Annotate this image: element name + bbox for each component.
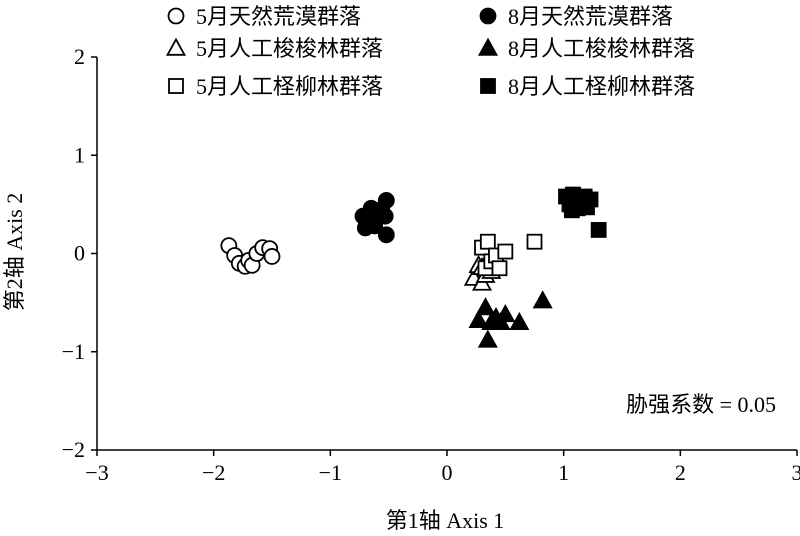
series-1 bbox=[220, 237, 281, 275]
y-tick-label: −1 bbox=[62, 339, 85, 364]
series-6 bbox=[558, 186, 607, 238]
legend-item-4: 8月人工梭梭林群落 bbox=[477, 36, 695, 61]
legend-marker bbox=[165, 37, 187, 56]
y-axis-title: 第2轴 Axis 2 bbox=[2, 193, 27, 312]
legend-marker bbox=[167, 7, 185, 25]
series-5 bbox=[474, 233, 543, 277]
data-point bbox=[582, 191, 599, 208]
x-axis-title: 第1轴 Axis 1 bbox=[386, 508, 505, 533]
data-point bbox=[377, 192, 395, 209]
legend-marker bbox=[479, 7, 497, 25]
y-tick-label: −2 bbox=[62, 437, 85, 462]
data-point bbox=[477, 329, 498, 348]
data-point bbox=[263, 248, 281, 265]
x-tick-label: −3 bbox=[85, 460, 108, 485]
x-tick-label: 2 bbox=[675, 460, 686, 485]
data-point bbox=[532, 290, 553, 309]
series-2 bbox=[354, 192, 395, 244]
data-point bbox=[495, 304, 516, 323]
x-tick-label: −1 bbox=[319, 460, 342, 485]
data-point bbox=[491, 260, 508, 277]
data-point bbox=[526, 233, 543, 250]
y-tick-label: 1 bbox=[74, 142, 85, 167]
legend-item-5: 5月人工柽柳林群落 bbox=[168, 74, 383, 99]
x-tick-label: 0 bbox=[442, 460, 453, 485]
data-point bbox=[497, 243, 514, 260]
legend-marker bbox=[480, 78, 496, 94]
legend-marker bbox=[168, 78, 184, 94]
data-point bbox=[509, 311, 530, 330]
y-tick-label: 2 bbox=[74, 44, 85, 69]
data-point bbox=[590, 222, 607, 238]
legend-label: 5月人工梭梭林群落 bbox=[196, 36, 383, 61]
legend-label: 5月天然荒漠群落 bbox=[196, 4, 361, 29]
legend-label: 5月人工柽柳林群落 bbox=[196, 74, 383, 99]
x-tick-label: 3 bbox=[792, 460, 800, 485]
data-point bbox=[376, 207, 394, 225]
legend-item-2: 8月天然荒漠群落 bbox=[479, 4, 673, 29]
data-point bbox=[468, 309, 489, 329]
legend-item-6: 8月人工柽柳林群落 bbox=[480, 74, 695, 99]
legend-label: 8月天然荒漠群落 bbox=[508, 4, 673, 29]
data-point bbox=[377, 226, 395, 244]
legend-item-1: 5月天然荒漠群落 bbox=[167, 4, 361, 29]
data-points bbox=[220, 186, 607, 348]
legend: 5月天然荒漠群落 8月天然荒漠群落 5月人工梭梭林群落 8月人工梭梭林群落 5月人工柽柳… bbox=[165, 4, 695, 99]
stress-annotation: 胁强系数 = 0.05 bbox=[626, 392, 776, 417]
x-tick-label: −2 bbox=[202, 460, 225, 485]
legend-label: 8月人工梭梭林群落 bbox=[508, 36, 695, 61]
data-point bbox=[475, 297, 496, 316]
x-tick-label: 1 bbox=[558, 460, 569, 485]
legend-item-3: 5月人工梭梭林群落 bbox=[165, 36, 383, 61]
legend-label: 8月人工柽柳林群落 bbox=[508, 74, 695, 99]
legend-marker bbox=[477, 37, 499, 56]
series-4 bbox=[468, 290, 553, 348]
data-point bbox=[479, 233, 496, 250]
y-tick-label: 0 bbox=[74, 241, 85, 266]
